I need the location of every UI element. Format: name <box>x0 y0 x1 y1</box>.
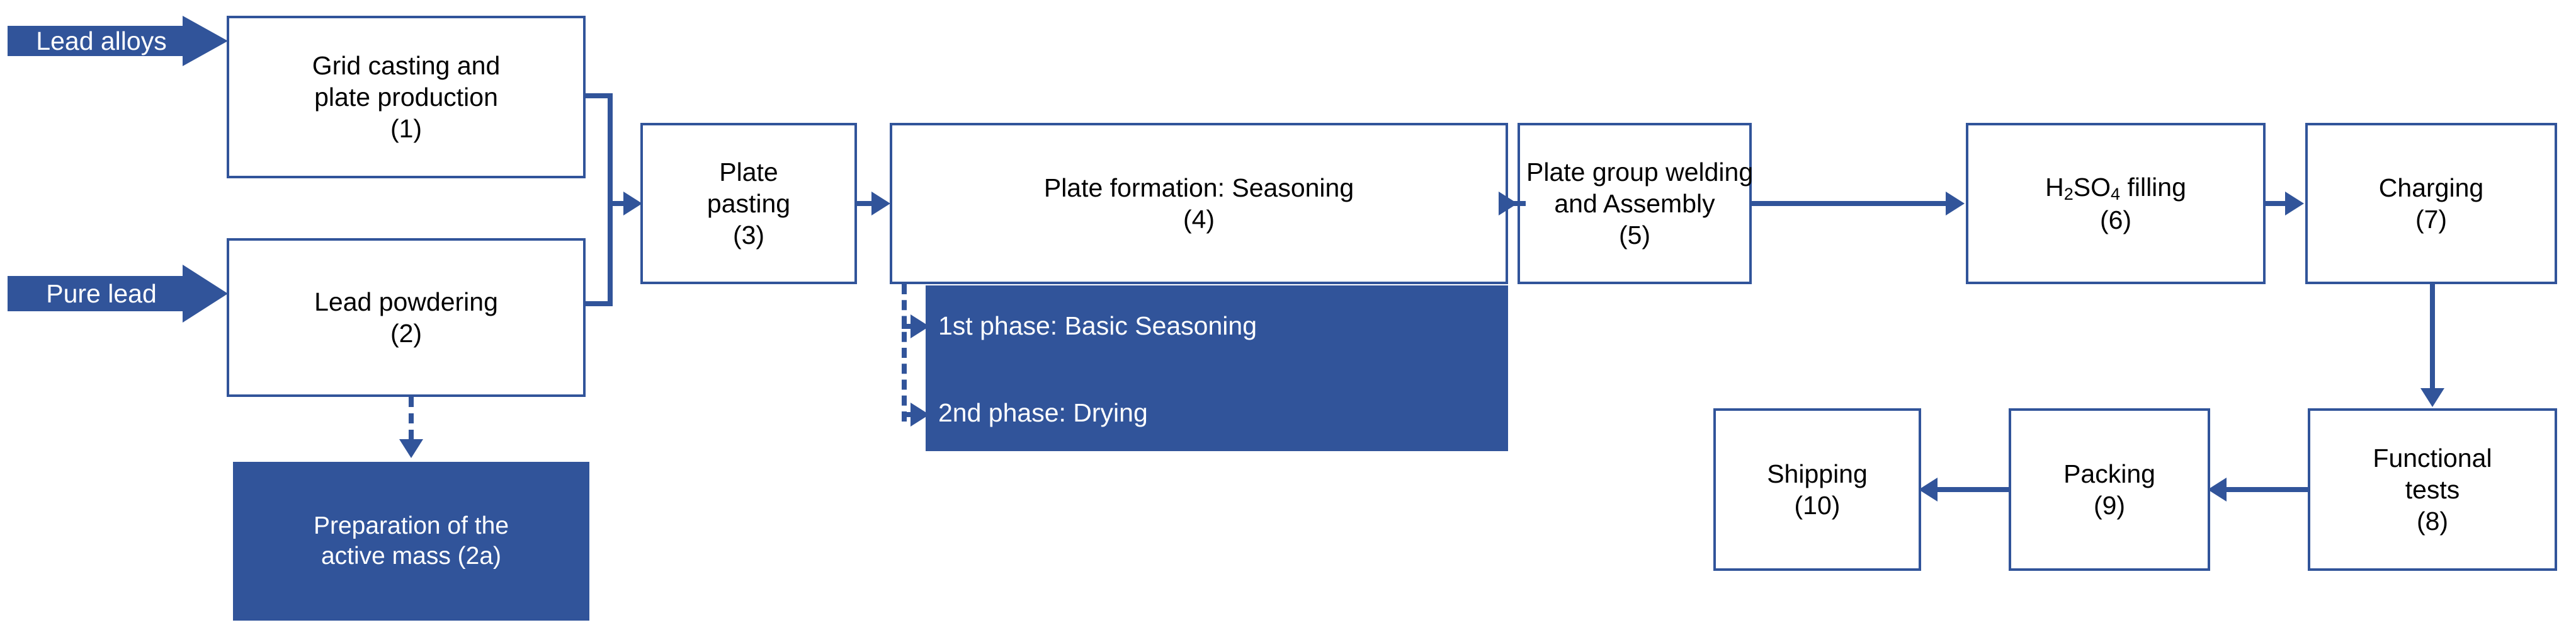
node-4-line-2: (4) <box>1183 205 1215 234</box>
seasoning-phase-panel <box>926 285 1508 451</box>
node-2-line-1: Lead powdering <box>314 287 498 316</box>
connector-n4-to-phase-2-dashed <box>902 412 918 417</box>
node-grid-casting-and-plate-production[interactable]: Grid casting and plate production (1) <box>227 16 586 178</box>
node-8-line-2: tests <box>2405 474 2460 504</box>
connector-n4-phase-spine-dashed <box>902 284 907 422</box>
node-2-line-2: (2) <box>390 319 423 348</box>
node-6-line-2: (6) <box>2099 205 2132 235</box>
node-1-line-3: (1) <box>390 114 423 143</box>
arrow-n2-to-n2a <box>399 439 423 458</box>
input-label-lead-alloys: Lead alloys <box>36 26 167 55</box>
node-7-line-1: Charging <box>2378 173 2484 202</box>
arrow-n5-to-n6 <box>1946 192 1965 215</box>
node-preparation-of-active-mass[interactable]: Preparation of the active mass (2a) <box>233 462 589 621</box>
node-packing[interactable]: Packing (9) <box>2009 408 2210 571</box>
node-2a-line-2: active mass (2a) <box>321 542 502 570</box>
node-plate-pasting[interactable]: Plate pasting (3) <box>640 123 857 284</box>
node-5-line-1: Plate group welding <box>1526 157 1754 187</box>
node-1-line-2: plate production <box>314 82 498 112</box>
node-10-line-1: Shipping <box>1767 459 1868 488</box>
connector-n7-to-n8-stem <box>2430 283 2435 391</box>
node-9-line-2: (9) <box>2093 491 2126 520</box>
node-4-line-1: Plate formation: Seasoning <box>1043 173 1354 202</box>
connector-bus-vertical <box>608 93 613 306</box>
formula-h: H <box>2045 172 2064 202</box>
formula-so: SO <box>2073 172 2111 202</box>
arrow-n6-to-n7 <box>2285 192 2304 215</box>
node-plate-group-welding-and-assembly[interactable]: Plate group welding and Assembly (5) <box>1518 123 1754 284</box>
formula-h-subscript: 2 <box>2063 184 2074 204</box>
connector-n9-to-n10-stem <box>1936 487 2009 492</box>
node-3-line-1: Plate <box>719 157 778 187</box>
node-9-line-1: Packing <box>2063 459 2155 488</box>
node-3-line-3: (3) <box>732 221 765 250</box>
connector-n3-to-n4-stem <box>856 201 875 206</box>
node-5-line-2: and Assembly <box>1554 188 1715 218</box>
node-lead-powdering[interactable]: Lead powdering (2) <box>227 238 586 397</box>
input-label-pure-lead: Pure lead <box>46 278 157 308</box>
node-7-line-2: (7) <box>2415 205 2448 234</box>
arrow-n4-to-phase-1 <box>911 314 929 338</box>
formula-so-subscript: 4 <box>2111 184 2121 204</box>
node-8-line-1: Functional <box>2373 443 2492 473</box>
connector-n2-to-n2a-dashed <box>409 397 414 440</box>
arrow-n8-to-n9 <box>2208 478 2227 502</box>
seasoning-phase-1-row[interactable]: 1st phase: Basic Seasoning <box>938 291 1499 360</box>
connector-n1-to-bus-horizontal <box>583 93 613 98</box>
arrow-n4-to-n5 <box>1499 192 1518 215</box>
formula-tail: filling <box>2120 172 2186 202</box>
connector-n2-to-bus-horizontal <box>583 301 613 306</box>
node-shipping[interactable]: Shipping (10) <box>1713 408 1921 571</box>
arrow-n4-to-phase-2 <box>911 403 929 427</box>
seasoning-phase-2-row[interactable]: 2nd phase: Drying <box>938 378 1499 447</box>
arrow-n9-to-n10 <box>1919 478 1938 502</box>
node-functional-tests[interactable]: Functional tests (8) <box>2308 408 2557 571</box>
node-1-line-1: Grid casting and <box>312 50 501 80</box>
arrow-n7-to-n8 <box>2420 388 2444 407</box>
input-chevron-lead-alloys: Lead alloys <box>8 16 228 66</box>
node-10-line-2: (10) <box>1794 491 1841 520</box>
node-8-line-3: (8) <box>2416 507 2449 536</box>
input-chevron-pure-lead: Pure lead <box>8 265 228 323</box>
node-charging[interactable]: Charging (7) <box>2305 123 2557 284</box>
node-2a-line-1: Preparation of the <box>313 512 509 540</box>
seasoning-phase-2-label: 2nd phase: Drying <box>938 398 1148 427</box>
node-6-line-1: H2SO4 filling <box>1975 171 2257 205</box>
node-3-line-2: pasting <box>706 188 791 218</box>
connector-n8-to-n9-stem <box>2225 487 2309 492</box>
arrow-bus-to-n3 <box>623 192 642 215</box>
connector-n4-to-phase-1-dashed <box>902 324 918 329</box>
seasoning-phase-1-label: 1st phase: Basic Seasoning <box>938 311 1257 340</box>
connector-bus-to-n3-stem <box>608 201 627 206</box>
node-plate-formation-seasoning[interactable]: Plate formation: Seasoning (4) <box>890 123 1508 284</box>
node-5-line-3: (5) <box>1618 221 1651 250</box>
arrow-n3-to-n4 <box>871 192 890 215</box>
node-h2so4-filling[interactable]: H2SO4 filling (6) <box>1966 123 2266 284</box>
connector-n5-to-n6-stem <box>1750 201 1946 206</box>
connector-n6-to-n7-stem <box>2264 201 2286 206</box>
